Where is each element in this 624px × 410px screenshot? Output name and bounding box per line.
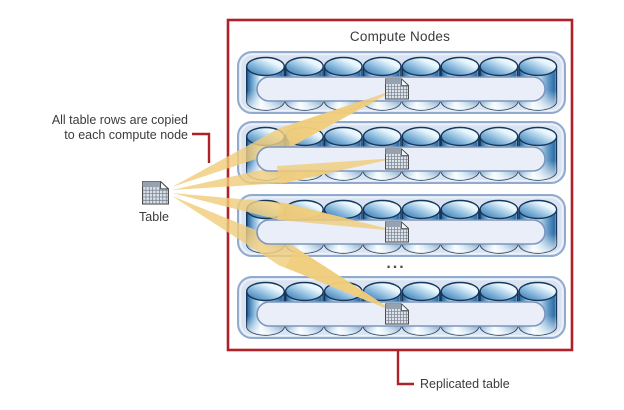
- annotation-connector-line: [192, 132, 211, 163]
- replicated-table-label: Replicated table: [420, 377, 510, 391]
- annotation-line-1: All table rows are copied: [52, 113, 188, 127]
- annotation-line-2: to each compute node: [64, 128, 188, 142]
- compute-nodes-title: Compute Nodes: [350, 29, 450, 44]
- source-table-label: Table: [139, 210, 169, 224]
- replication-beam-tip: [283, 89, 397, 147]
- source-table-icon: [142, 181, 169, 205]
- node-shell-highlight: [239, 278, 564, 337]
- replication-beam-tip: [285, 247, 397, 313]
- node-shell-highlight: [239, 53, 564, 112]
- table-icon: [385, 303, 409, 325]
- replication-beam-tip: [276, 158, 397, 184]
- callout-connector-line: [396, 351, 414, 386]
- table-icon: [385, 148, 409, 170]
- table-icon: [385, 78, 409, 100]
- more-nodes-ellipsis: ...: [386, 255, 405, 272]
- table-icon: [385, 221, 409, 243]
- replication-beam-tip: [277, 202, 397, 231]
